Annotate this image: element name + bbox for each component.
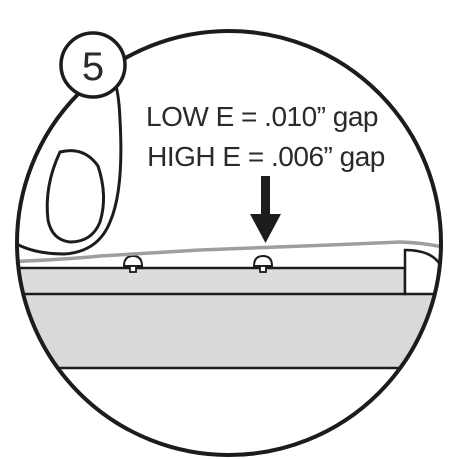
step-badge: 5 <box>59 31 127 99</box>
low-e-gap-label: LOW E = .010” gap <box>146 101 378 132</box>
down-arrow-icon <box>250 176 281 243</box>
fret-strip <box>17 266 407 296</box>
nut <box>403 248 441 296</box>
fret-2 <box>252 254 274 273</box>
fingernail-icon <box>45 149 105 244</box>
step-badge-circle <box>59 31 127 99</box>
diagram-clipped-content <box>17 38 441 370</box>
fret-1 <box>122 254 144 273</box>
high-e-gap-label: HIGH E = .006” gap <box>147 141 385 172</box>
fretboard-body <box>17 294 441 368</box>
magnifier-circle-frame <box>15 29 443 457</box>
guitar-string <box>17 240 441 264</box>
step-number: 5 <box>82 45 104 89</box>
